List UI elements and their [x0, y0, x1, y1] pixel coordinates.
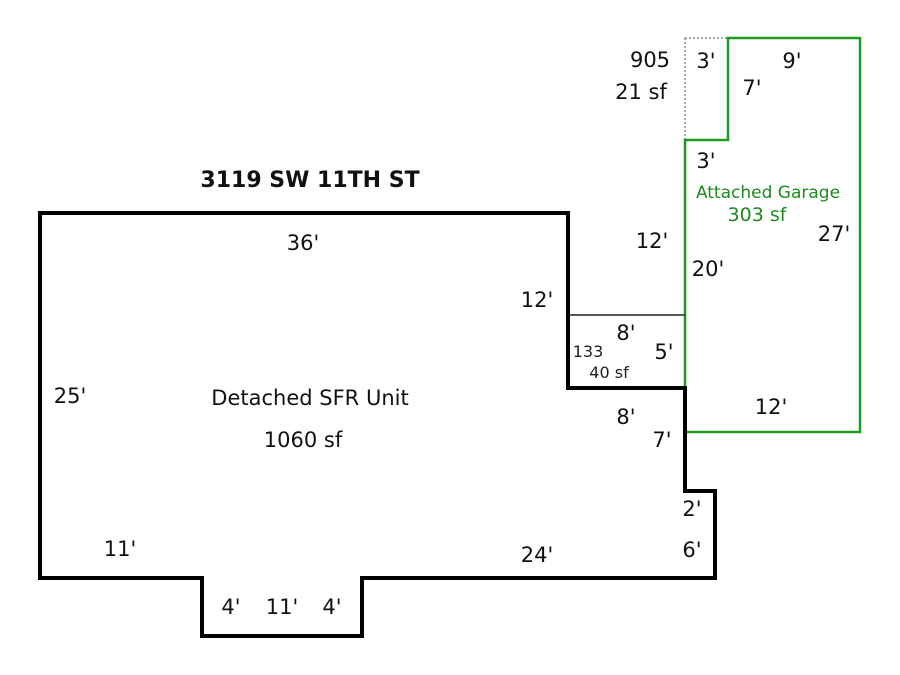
dim-house-left: 25' [54, 384, 87, 408]
dim-step-right: 6' [682, 538, 701, 562]
dim-step-top: 2' [682, 497, 701, 521]
house-outline [38, 211, 717, 638]
dim-small-room-top: 8' [616, 321, 635, 345]
dim-garage-top: 9' [782, 49, 801, 73]
dim-garage-right: 27' [818, 222, 851, 246]
dim-bump-bottom: 11' [266, 595, 299, 619]
small-room-area: 40 sf [589, 363, 629, 382]
house-name: Detached SFR Unit [211, 386, 408, 410]
dim-bottom-right: 24' [521, 543, 554, 567]
dim-notch-right: 7' [652, 428, 671, 452]
garage-name: Attached Garage [696, 183, 840, 203]
garage-area: 303 sf [728, 204, 788, 226]
section-905-code: 905 [630, 48, 670, 72]
dim-garage-left-lower: 20' [692, 257, 725, 281]
house-area: 1060 sf [264, 428, 343, 452]
dim-garage-notch-vertical: 7' [742, 76, 761, 100]
dim-house-top: 36' [287, 231, 320, 255]
dim-garage-notch-bottom: 3' [696, 149, 715, 173]
address-title: 3119 SW 11TH ST [200, 168, 419, 193]
dim-garage-left-upper: 12' [636, 229, 669, 253]
dim-section-905-top: 3' [696, 49, 715, 73]
dim-garage-bottom: 12' [755, 395, 788, 419]
dim-bump-left: 4' [221, 595, 240, 619]
dim-small-room-right: 5' [654, 340, 673, 364]
small-room-code: 133 [573, 342, 604, 361]
dim-bottom-left: 11' [104, 537, 137, 561]
dim-notch-bottom: 8' [616, 405, 635, 429]
dim-bump-right: 4' [322, 595, 341, 619]
dim-house-right-upper: 12' [521, 288, 554, 312]
section-905-area: 21 sf [615, 80, 667, 104]
